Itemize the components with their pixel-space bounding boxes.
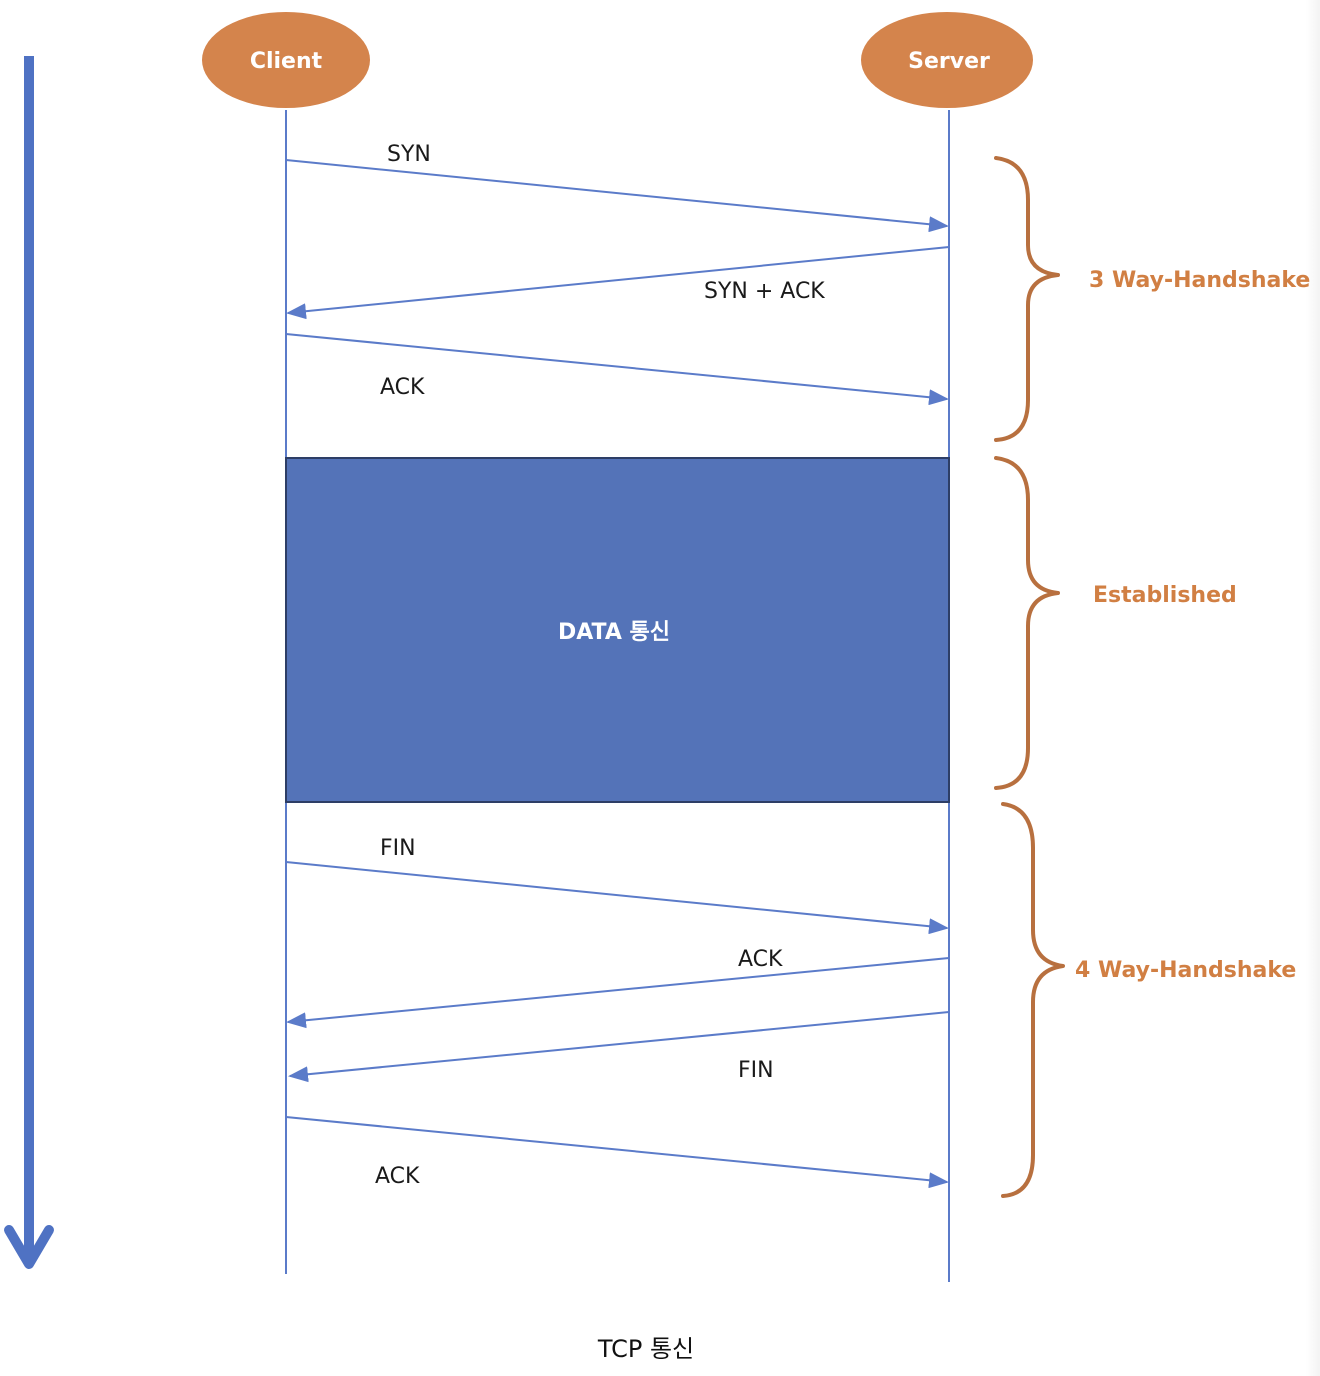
message-arrow-fin-1 xyxy=(285,861,949,935)
message-label-ack-1: ACK xyxy=(380,375,425,400)
data-block xyxy=(285,457,950,803)
message-arrow-syn-ack xyxy=(286,246,950,320)
message-arrow-ack-2 xyxy=(286,957,950,1029)
data-block-label: DATA 통신 xyxy=(558,620,670,645)
brace-3-way-handshake xyxy=(994,156,1060,442)
phase-label-3-way-handshake: 3 Way-Handshake xyxy=(1089,268,1310,293)
message-arrow-syn xyxy=(285,159,949,233)
message-label-ack-2: ACK xyxy=(738,947,783,972)
server-actor: Server xyxy=(861,12,1033,108)
server-label: Server xyxy=(908,49,990,74)
message-arrow-fin-2 xyxy=(288,1011,950,1083)
message-label-fin-2: FIN xyxy=(738,1058,774,1083)
phase-label-established: Established xyxy=(1093,583,1237,608)
brace-established xyxy=(994,456,1060,790)
message-arrow-ack-3 xyxy=(285,1116,949,1189)
client-actor: Client xyxy=(202,12,370,108)
diagram-caption: TCP 통신 xyxy=(597,1335,694,1363)
arrow-down-icon xyxy=(4,56,54,1269)
message-label-fin-1: FIN xyxy=(380,836,416,861)
message-label-syn: SYN xyxy=(387,142,431,167)
page-edge-shadow xyxy=(1306,0,1320,1376)
message-label-syn-ack: SYN + ACK xyxy=(704,279,825,304)
message-arrow-ack-1 xyxy=(285,333,949,406)
brace-4-way-handshake xyxy=(1001,802,1065,1198)
client-label: Client xyxy=(250,49,323,74)
phase-label-4-way-handshake: 4 Way-Handshake xyxy=(1075,958,1296,983)
message-label-ack-3: ACK xyxy=(375,1164,420,1189)
